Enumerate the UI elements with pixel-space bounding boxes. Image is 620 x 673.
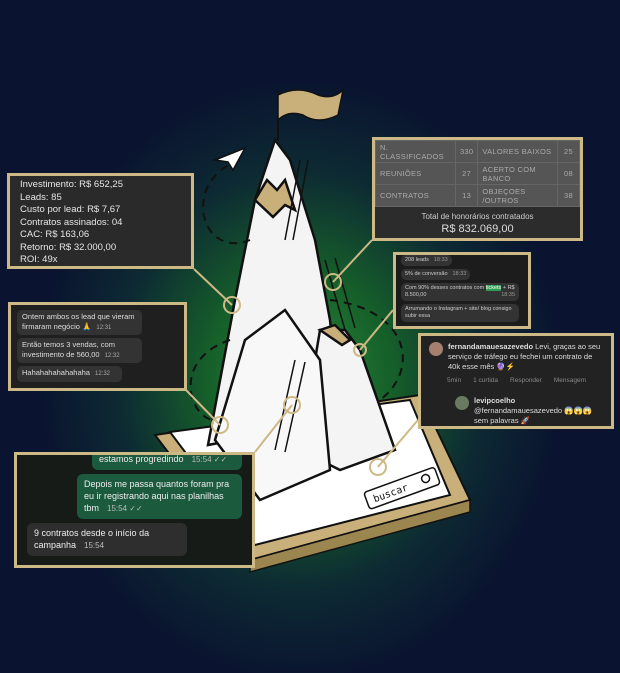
stat-label: OBJEÇOES /OUTROS xyxy=(477,184,558,207)
search-icon xyxy=(420,473,431,484)
reply-link[interactable]: Responder xyxy=(510,377,542,384)
message-text: Ontem ambos os lead que vieram firmaram … xyxy=(22,312,135,331)
stat-value: 38 xyxy=(557,184,580,207)
whatsapp-chat-panel: estamos progredindo 15:54 ✓✓ Depois me pa… xyxy=(14,452,255,568)
connector-lines xyxy=(185,239,419,476)
stat-value: 27 xyxy=(454,162,479,185)
comment-text: Levi, graças ao seu serviço de tráfego e… xyxy=(448,342,601,371)
avatar xyxy=(429,342,443,356)
roi-line: CAC: R$ 163,06 xyxy=(20,229,90,240)
message-text: Depois me passa quantos foram pra eu ir … xyxy=(84,479,230,513)
stat-label: N. CLASSIFICADOS xyxy=(375,140,456,163)
chat-right-panel: 208 leads 18:33 5% de conversão 18:33 Co… xyxy=(393,252,531,329)
roi-line: Custo por lead: R$ 7,67 xyxy=(20,204,121,215)
stat-value: 13 xyxy=(454,184,479,207)
message-time: 12:32 xyxy=(104,352,120,359)
chat-message: Arrumando o Instagram + site/ blog consi… xyxy=(401,304,519,322)
message-time: 12:31 xyxy=(96,324,112,331)
comment-text: @fernandamauesazevedo 😱😱😱 sem palavras 🚀 xyxy=(474,406,593,425)
message-time: 15:54 ✓✓ xyxy=(107,504,143,513)
chat-message: 5% de conversão 18:33 xyxy=(401,269,471,280)
message-text: Hahahahahahahaha xyxy=(22,368,90,377)
stat-value: 330 xyxy=(454,140,479,163)
total-label: Total de honorários contratados xyxy=(421,212,534,221)
chat-message: Ontem ambos os lead que vieram firmaram … xyxy=(17,310,142,335)
roi-line: Retorno: R$ 32.000,00 xyxy=(20,241,117,253)
stat-label: CONTRATOS xyxy=(375,184,456,207)
likes-count[interactable]: 1 curtida xyxy=(473,377,499,384)
roi-line: Contratos assinados: 04 xyxy=(20,216,123,228)
chat-message: 208 leads 18:33 xyxy=(401,255,452,266)
message-link[interactable]: Mensagem xyxy=(553,377,586,384)
message-time: 15:54 ✓✓ xyxy=(191,455,228,464)
chat-message: Hahahahahahahaha 12:32 xyxy=(17,366,122,382)
stat-label: REUNIÕES xyxy=(375,162,456,185)
roi-panel: Investimento: R$ 652,25 Leads: 85 Custo … xyxy=(7,173,194,269)
dashed-path xyxy=(189,159,404,421)
message-text: Então temos 3 vendas, com investimento d… xyxy=(22,340,115,359)
stat-label: VALORES BAIXOS xyxy=(477,140,558,163)
stat-label: ACERTO COM BANCO xyxy=(477,162,558,185)
comment-time: 5min xyxy=(447,377,462,384)
chat-message-sent: Depois me passa quantos foram pra eu ir … xyxy=(77,474,242,519)
message-time: 12:32 xyxy=(94,371,110,377)
username[interactable]: fernandamauesazevedo xyxy=(448,342,534,351)
roi-line: Investimento: R$ 652,25 xyxy=(20,179,123,190)
total-value: R$ 832.069,00 xyxy=(441,223,514,235)
message-text: estamos progredindo xyxy=(99,454,184,464)
instagram-comment-panel: fernandamauesazevedo Levi, graças ao seu… xyxy=(418,333,614,429)
paper-plane-icon xyxy=(212,146,247,172)
message-text: 9 contratos desde o início da campanha xyxy=(34,528,150,550)
chat-message-sent: estamos progredindo 15:54 ✓✓ xyxy=(92,454,242,470)
roi-line: ROI: 49x xyxy=(20,254,58,265)
flag xyxy=(277,87,345,140)
stat-value: 08 xyxy=(557,162,580,185)
chat-left-panel: Ontem ambos os lead que vieram firmaram … xyxy=(8,302,187,391)
roi-line: Leads: 85 xyxy=(20,191,62,203)
chat-message: Com 90% desses contratos com tickets + R… xyxy=(401,283,519,301)
username[interactable]: levipcoelho xyxy=(474,396,516,405)
avatar xyxy=(455,396,469,410)
total-section: Total de honorários contratados R$ 832.0… xyxy=(375,207,580,238)
message-time: 15:54 xyxy=(84,541,105,550)
chat-message: Então temos 3 vendas, com investimento d… xyxy=(17,338,142,363)
stat-value: 25 xyxy=(557,140,580,163)
